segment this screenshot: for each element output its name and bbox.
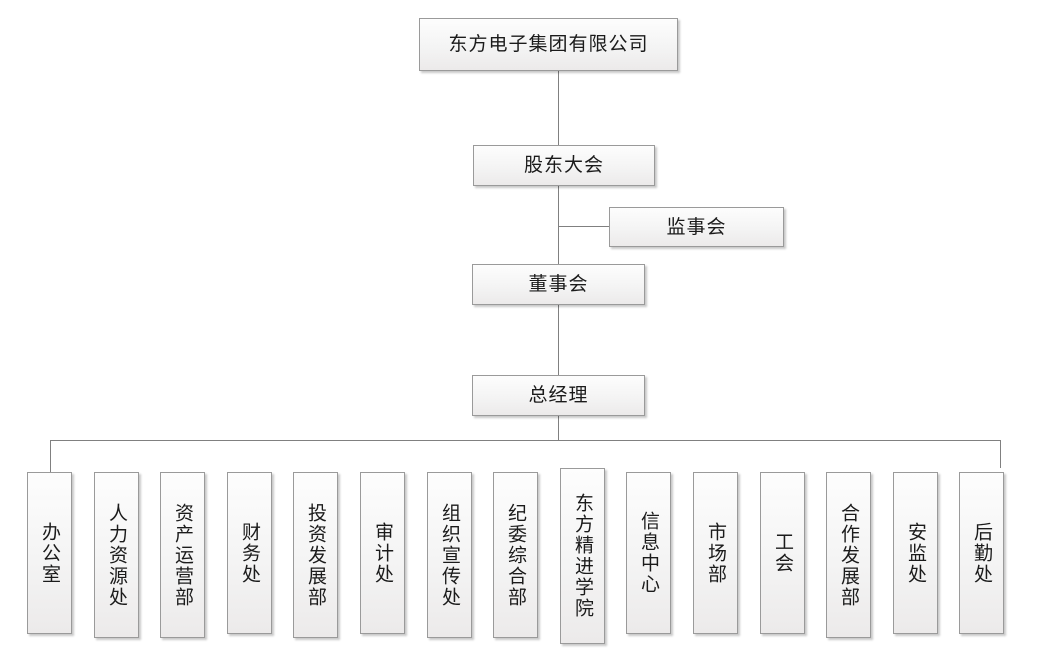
bus-drop-right (1000, 440, 1001, 468)
connector-company-to-shareholders (558, 70, 559, 145)
department-box[interactable]: 财务处 (227, 472, 272, 634)
connector-directors-to-manager (558, 305, 559, 375)
connector-to-supervisors (558, 226, 610, 227)
node-shareholders-meeting[interactable]: 股东大会 (473, 145, 655, 186)
department-box[interactable]: 市场部 (693, 472, 738, 634)
node-company[interactable]: 东方电子集团有限公司 (419, 18, 678, 71)
department-box[interactable]: 安监处 (893, 472, 938, 634)
department-box[interactable]: 纪委综合部 (493, 472, 538, 638)
department-box[interactable]: 信息中心 (626, 472, 671, 634)
connector-manager-to-bus (558, 416, 559, 441)
department-bus-line (50, 440, 1001, 441)
node-board-of-supervisors[interactable]: 监事会 (609, 207, 784, 247)
department-box[interactable]: 工会 (760, 472, 805, 634)
connector-shareholders-to-directors (558, 186, 559, 264)
department-box[interactable]: 东方精进学院 (560, 468, 605, 644)
department-box[interactable]: 资产运营部 (160, 472, 205, 638)
department-box[interactable]: 合作发展部 (826, 472, 871, 638)
department-box[interactable]: 组织宣传处 (427, 472, 472, 638)
node-board-of-directors[interactable]: 董事会 (472, 264, 645, 305)
department-box[interactable]: 后勤处 (959, 472, 1004, 634)
node-general-manager[interactable]: 总经理 (472, 375, 645, 416)
bus-drop-left (50, 440, 51, 472)
department-box[interactable]: 投资发展部 (293, 472, 338, 638)
department-box[interactable]: 审计处 (360, 472, 405, 634)
department-box[interactable]: 办公室 (27, 472, 72, 634)
department-box[interactable]: 人力资源处 (94, 472, 139, 638)
